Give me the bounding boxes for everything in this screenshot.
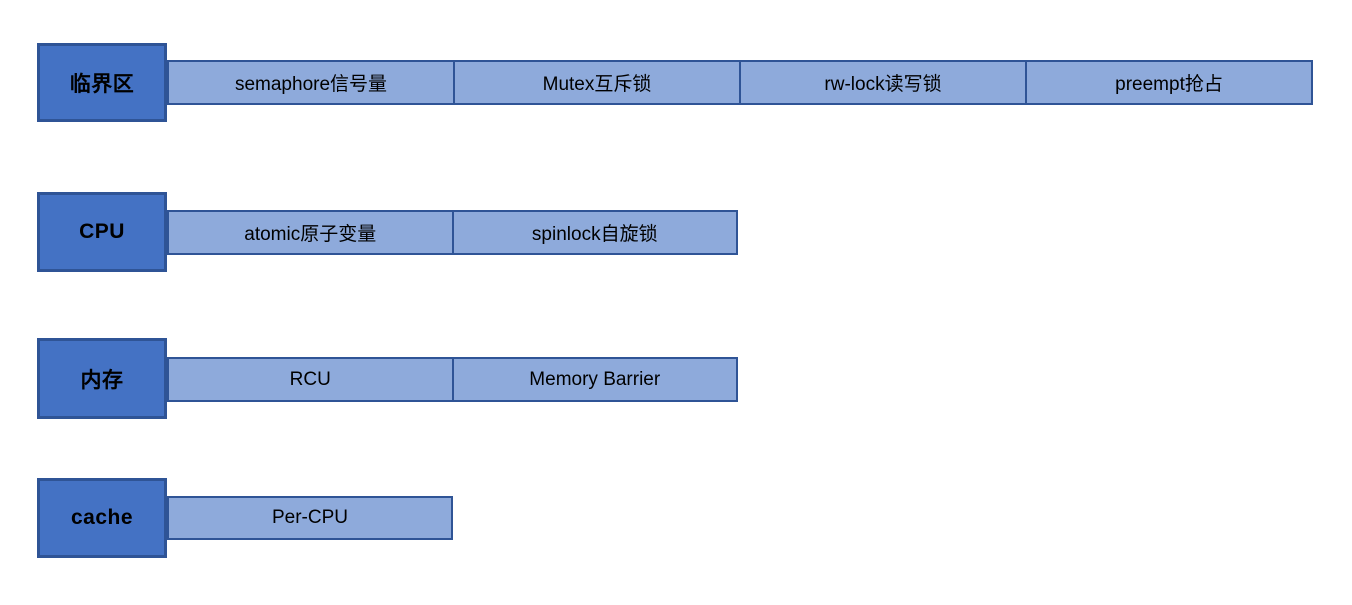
segment-label: Memory Barrier	[529, 368, 661, 390]
bar-critical-section: semaphore信号量 Mutex互斥锁 rw-lock读写锁 preempt…	[167, 60, 1313, 105]
category-box-critical-section: 临界区	[37, 43, 167, 122]
segment-label: Mutex互斥锁	[542, 74, 652, 95]
bar-cpu: atomic原子变量 spinlock自旋锁	[167, 210, 738, 255]
category-box-cpu: CPU	[37, 192, 167, 272]
segment-label: semaphore信号量	[234, 74, 388, 95]
segment-rcu: RCU	[169, 359, 452, 400]
segment-per-cpu: Per-CPU	[169, 498, 451, 538]
segment-label: RCU	[289, 368, 331, 390]
segment-rwlock: rw-lock读写锁	[739, 62, 1025, 103]
category-box-cache: cache	[37, 478, 167, 558]
segment-spinlock: spinlock自旋锁	[451, 212, 737, 253]
category-label: cache	[70, 506, 134, 529]
segment-preempt: preempt抢占	[1025, 62, 1311, 103]
category-label: 内存	[80, 368, 124, 392]
bar-memory: RCU Memory Barrier	[167, 357, 738, 402]
segment-label: spinlock自旋锁	[531, 224, 658, 245]
segment-label: rw-lock读写锁	[824, 74, 942, 95]
segment-semaphore: semaphore信号量	[169, 62, 453, 103]
category-label: 临界区	[69, 72, 135, 96]
bar-cache: Per-CPU	[167, 496, 453, 540]
category-label: CPU	[79, 220, 125, 243]
segment-memory-barrier: Memory Barrier	[451, 359, 737, 400]
segment-atomic: atomic原子变量	[169, 212, 452, 253]
category-box-memory: 内存	[37, 338, 167, 419]
segment-label: Per-CPU	[271, 507, 348, 528]
segment-label: preempt抢占	[1115, 74, 1223, 95]
segment-label: atomic原子变量	[244, 224, 377, 245]
segment-mutex: Mutex互斥锁	[453, 62, 739, 103]
